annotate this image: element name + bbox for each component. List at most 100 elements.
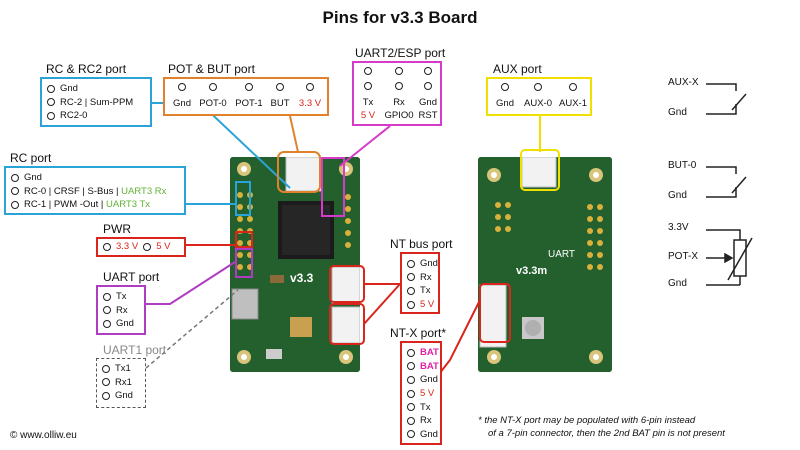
ntbus-port-title: NT bus port (390, 237, 453, 251)
pin-icon (47, 111, 55, 120)
pin-icon (103, 319, 111, 328)
schem-pot-33v: 3.3V (668, 222, 689, 233)
board-front-version: v3.3 (290, 271, 314, 285)
uart-pin-gnd: Gnd (103, 317, 139, 331)
pot-symbol (706, 229, 753, 286)
rc2-pin-rc20: RC2-0 (47, 109, 145, 123)
aux-port-box: Gnd AUX-0 AUX-1 (486, 77, 592, 116)
pin-icon (569, 83, 577, 91)
pin-icon (103, 306, 111, 315)
pin-icon (102, 364, 110, 373)
schem-pot-x: POT-X (668, 251, 699, 262)
rc-pin-gnd: Gnd (11, 171, 179, 185)
pin-icon (245, 83, 253, 91)
page-title: Pins for v3.3 Board (322, 8, 478, 27)
uart-port-title: UART port (103, 270, 160, 284)
uart1-port-box: Tx1 Rx1 Gnd (96, 358, 146, 408)
pin-icon (407, 375, 415, 384)
pin-icon (424, 82, 432, 90)
pwr-title: PWR (103, 222, 131, 236)
pwr-box: 3.3 V 5 V (96, 237, 186, 257)
ntbus-pin-tx: Tx (407, 284, 433, 298)
ntbus-port-box: Gnd Rx Tx 5 V (400, 252, 440, 314)
pin-icon (11, 173, 19, 182)
pot-port-box: Gnd POT-0 POT-1 BUT 3.3 V (163, 77, 329, 116)
pin-icon (407, 389, 415, 398)
uart1-port-title: UART1 port (103, 343, 167, 357)
pin-icon (407, 286, 415, 295)
ntx-port-box: BAT BAT Gnd 5 V Tx Rx Gnd (400, 341, 442, 445)
board-back-photo: v3.3m UART (478, 157, 612, 372)
pin-icon (364, 82, 372, 90)
uart-pin-rx: Rx (103, 304, 139, 318)
board-back-version: v3.3m (516, 265, 548, 277)
pin-icon (103, 242, 111, 251)
pin-icon (407, 259, 415, 268)
rc2-port-title: RC & RC2 port (46, 62, 127, 76)
pin-icon (364, 67, 372, 75)
aux-pin-aux0: AUX-0 (520, 79, 556, 114)
pin-icon (395, 67, 403, 75)
pin-icon (407, 300, 415, 309)
ntx-pin-gnd1: Gnd (407, 373, 438, 387)
uart2-col-1: Tx 5 V (356, 67, 380, 122)
pin-icon (11, 200, 19, 209)
rc-pin-rc1: RC-1 | PWM -Out | UART3 Tx (11, 198, 179, 212)
footnote: * the NT-X port may be populated with 6-… (478, 415, 725, 439)
pin-icon (407, 430, 415, 439)
pin-icon (47, 84, 55, 93)
pot-port-title: POT & BUT port (168, 62, 255, 76)
schem-aux-gnd: Gnd (668, 107, 687, 118)
pin-icon (407, 362, 415, 371)
pin-icon (407, 416, 415, 425)
uart-port-box: Tx Rx Gnd (96, 285, 146, 335)
pot-pin-but: BUT (267, 79, 293, 114)
ntbus-pin-gnd: Gnd (407, 257, 438, 271)
rc2-pin-gnd: Gnd (47, 82, 145, 96)
but-switch-symbol (706, 166, 747, 198)
board-back-uart-mark: UART (548, 249, 576, 260)
ntx-pin-gnd2: Gnd (407, 428, 438, 442)
pin-icon (395, 82, 403, 90)
pwr-pins: 3.3 V 5 V (103, 240, 179, 254)
pin-icon (407, 403, 415, 412)
pin-icon (276, 83, 284, 91)
pin-icon (143, 242, 152, 251)
rc2-port-box: Gnd RC-2 | Sum-PPM RC2-0 (40, 77, 152, 127)
uart2-port-box: Tx 5 V Rx GPIO0 Gnd RST (352, 61, 442, 126)
uart-pin-tx: Tx (103, 290, 139, 304)
pin-icon (102, 378, 110, 387)
pot-pin-gnd: Gnd (170, 79, 194, 114)
pin-icon (501, 83, 509, 91)
pin-icon (47, 98, 55, 107)
rc-port-box: Gnd RC-0 | CRSF | S-Bus | UART3 Rx RC-1 … (4, 166, 186, 215)
schem-but-0: BUT-0 (668, 160, 697, 171)
aux-pin-aux1: AUX-1 (556, 79, 590, 114)
pin-icon (11, 187, 19, 196)
schem-pot-gnd: Gnd (668, 278, 687, 289)
pot-pin-33v: 3.3 V (295, 79, 325, 114)
rc2-pin-rc2: RC-2 | Sum-PPM (47, 96, 145, 110)
uart2-col-3: Gnd RST (416, 67, 440, 122)
ntx-pin-bat2: BAT (407, 360, 439, 374)
ntx-port-title: NT-X port* (390, 326, 447, 340)
ntx-pin-rx: Rx (407, 414, 435, 428)
ntx-pin-tx: Tx (407, 400, 435, 414)
copyright: © www.olliw.eu (10, 430, 77, 441)
aux-pin-gnd: Gnd (492, 79, 518, 114)
uart1-pin-tx1: Tx1 (102, 362, 140, 376)
schem-aux-x: AUX-X (668, 77, 699, 88)
pin-icon (209, 83, 217, 91)
ntbus-pin-rx: Rx (407, 271, 433, 285)
board-back-drawing (478, 157, 612, 372)
pin-icon (407, 273, 415, 282)
uart1-pin-gnd: Gnd (102, 389, 140, 403)
pin-icon (306, 83, 314, 91)
pin-icon (103, 292, 111, 301)
pin-icon (534, 83, 542, 91)
uart1-pin-rx1: Rx1 (102, 376, 140, 390)
pin-icon (178, 83, 186, 91)
uart2-col-2: Rx GPIO0 (382, 67, 416, 122)
uart2-port-title: UART2/ESP port (355, 46, 446, 60)
pin-icon (102, 391, 110, 400)
